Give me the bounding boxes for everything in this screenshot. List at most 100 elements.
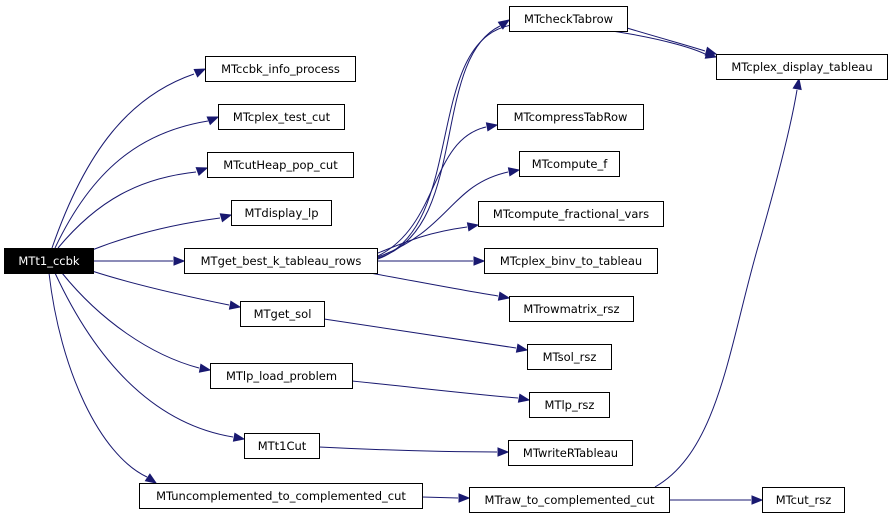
edge-MTget_best_k_tableau_rows-to-MTcompute_f: [377, 167, 521, 258]
edge-line: [377, 23, 706, 260]
node-MTt1Cut[interactable]: MTt1Cut: [244, 433, 320, 459]
node-box: [519, 151, 620, 177]
arrowhead: [497, 291, 511, 301]
edge-MTt1_ccbk-to-MTget_sol: [91, 270, 242, 310]
edge-line: [318, 446, 498, 453]
node-MTcplex_display_tableau[interactable]: MTcplex_display_tableau: [716, 54, 888, 80]
edge-line: [61, 272, 200, 369]
node-label: MTcompute_f: [532, 157, 608, 171]
edge-line: [48, 272, 148, 478]
arrowhead: [458, 493, 471, 503]
node-MTrowmatrix_rsz[interactable]: MTrowmatrix_rsz: [509, 296, 634, 322]
node-MTcplex_binv_to_tableau[interactable]: MTcplex_binv_to_tableau: [484, 248, 658, 274]
edge-line: [91, 270, 230, 306]
node-label: MTwriteRTableau: [523, 446, 618, 460]
arrowhead: [173, 256, 186, 266]
edge-MTcheckTabrow-to-MTcplex_display_tableau: [626, 27, 718, 56]
node-MTcutHeap_pop_cut[interactable]: MTcutHeap_pop_cut: [207, 152, 354, 178]
arrowhead: [485, 122, 499, 132]
node-box: [240, 301, 325, 327]
node-box: [218, 104, 345, 130]
node-label: MTcut_rsz: [776, 493, 832, 507]
edge-MTget_best_k_tableau_rows-to-MTcheckTabrow: [377, 19, 511, 259]
arrowhead: [228, 300, 242, 310]
node-MTdisplay_lp[interactable]: MTdisplay_lp: [231, 200, 332, 226]
node-MTcompute_fractional_vars[interactable]: MTcompute_fractional_vars: [478, 201, 664, 227]
node-box: [527, 344, 612, 370]
edge-line: [54, 272, 234, 438]
edge-line: [91, 217, 221, 251]
edge-MTget_sol-to-MTsol_rsz: [323, 318, 529, 353]
node-label: MTcplex_test_cut: [233, 110, 331, 124]
edge-line: [421, 496, 459, 499]
node-MTccbk_info_process[interactable]: MTccbk_info_process: [205, 56, 356, 82]
edge-MTget_best_k_tableau_rows-to-MTcplex_binv_to_tableau: [377, 256, 486, 266]
arrowhead: [219, 213, 233, 223]
node-box: [184, 248, 378, 274]
edge-MTt1_ccbk-to-MTdisplay_lp: [91, 213, 233, 251]
node-MTlp_load_problem[interactable]: MTlp_load_problem: [210, 363, 353, 389]
arrowhead: [473, 256, 486, 266]
node-label: MTcheckTabrow: [524, 12, 613, 26]
node-label: MTget_sol: [254, 307, 312, 321]
node-box: [205, 56, 356, 82]
edge-line: [626, 27, 706, 52]
node-box: [231, 200, 332, 226]
node-label: MTlp_load_problem: [226, 369, 337, 383]
node-label: MTsol_rsz: [543, 350, 597, 364]
arrowhead: [517, 393, 531, 403]
node-box: [529, 392, 610, 418]
node-box: [497, 104, 644, 130]
edges: [48, 19, 802, 505]
edge-line: [323, 318, 517, 349]
node-box: [484, 248, 658, 274]
node-MTget_sol[interactable]: MTget_sol: [240, 301, 325, 327]
arrowhead: [232, 432, 246, 442]
node-label: MTccbk_info_process: [221, 62, 340, 76]
edge-line: [51, 73, 195, 249]
edge-MTget_best_k_tableau_rows-to-MTcompressTabRow: [377, 122, 499, 257]
nodes: MTt1_ccbk MTccbk_info_processMTcplex_test…: [4, 6, 888, 513]
edge-MTget_best_k_tableau_rows-to-MTrowmatrix_rsz: [369, 272, 511, 301]
node-MTt1_ccbk[interactable]: MTt1_ccbk: [4, 248, 94, 274]
edge-MTraw_to_complemented_cut-to-MTcut_rsz: [669, 495, 764, 505]
node-MTcut_rsz[interactable]: MTcut_rsz: [762, 487, 845, 513]
node-box: [762, 487, 845, 513]
edge-MTt1_ccbk-to-MTlp_load_problem: [61, 272, 212, 373]
node-MTcheckTabrow[interactable]: MTcheckTabrow: [509, 6, 628, 32]
node-MTwriteRTableau[interactable]: MTwriteRTableau: [508, 440, 633, 466]
edge-line: [377, 126, 487, 257]
edge-line: [377, 25, 501, 259]
arrowhead: [704, 46, 718, 56]
edge-MTlp_load_problem-to-MTlp_rsz: [351, 380, 531, 403]
node-box: [207, 152, 354, 178]
edge-line: [369, 272, 499, 297]
edge-line: [377, 226, 468, 254]
edge-MTt1_ccbk-to-MTuncomplemented_to_complemented_cut: [48, 272, 158, 484]
node-box: [244, 433, 320, 459]
node-MTget_best_k_tableau_rows[interactable]: MTget_best_k_tableau_rows: [184, 248, 378, 274]
node-MTsol_rsz[interactable]: MTsol_rsz: [527, 344, 612, 370]
node-label: MTget_best_k_tableau_rows: [201, 254, 362, 268]
node-MTuncomplemented_to_complemented_cut[interactable]: MTuncomplemented_to_complemented_cut: [139, 483, 423, 509]
node-label: MTcplex_binv_to_tableau: [500, 254, 642, 268]
node-MTcompute_f[interactable]: MTcompute_f: [519, 151, 620, 177]
arrowhead: [198, 363, 212, 373]
node-label: MTraw_to_complemented_cut: [485, 493, 655, 507]
arrowhead: [144, 473, 158, 484]
node-box: [4, 248, 94, 274]
edge-line: [654, 89, 798, 488]
arrowhead: [507, 167, 521, 177]
node-MTcplex_test_cut[interactable]: MTcplex_test_cut: [218, 104, 345, 130]
node-MTcompressTabRow[interactable]: MTcompressTabRow: [497, 104, 644, 130]
edge-MTuncomplemented_to_complemented_cut-to-MTraw_to_complemented_cut: [421, 493, 471, 503]
node-label: MTrowmatrix_rsz: [523, 302, 619, 316]
edge-MTt1_ccbk-to-MTccbk_info_process: [51, 68, 207, 249]
node-MTlp_rsz[interactable]: MTlp_rsz: [529, 392, 610, 418]
arrowhead: [193, 68, 207, 78]
edge-line: [54, 120, 209, 249]
arrowhead: [206, 116, 220, 126]
node-label: MTt1_ccbk: [18, 254, 79, 268]
node-MTraw_to_complemented_cut[interactable]: MTraw_to_complemented_cut: [469, 487, 670, 513]
node-box: [509, 296, 634, 322]
